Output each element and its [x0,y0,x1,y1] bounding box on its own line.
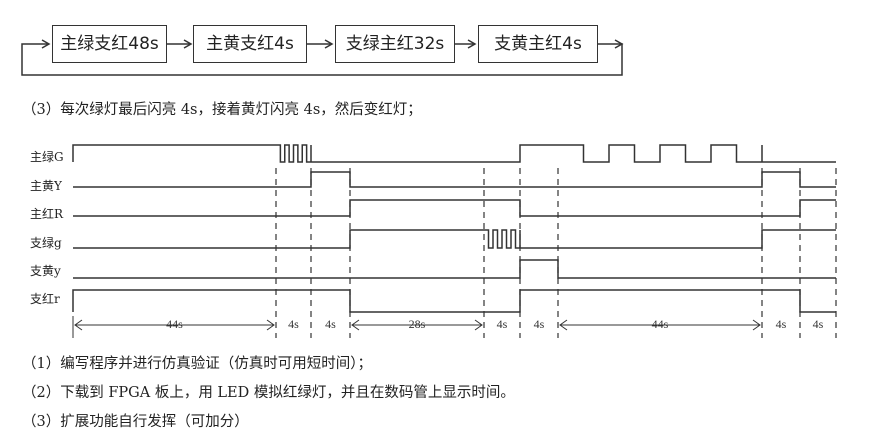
flow-state-1: 主绿支红48s [52,25,167,63]
flow-arrowheads [41,39,624,49]
signal-waveform [72,289,836,313]
flow-state-4: 支黄主红4s [478,25,598,63]
duration-arrow [351,319,483,331]
duration-label: 4s [534,317,545,331]
signal-waveform [73,171,836,188]
duration-label: 4s [325,317,336,331]
flow-state-2: 主黄支红4s [193,25,307,63]
duration-label: 44s [652,317,669,331]
task-3: （3）扩展功能自行发挥（可加分） [22,414,249,430]
duration-label: 28s [409,317,426,331]
signal-label: 支绿g [30,236,62,250]
flow-connector-lines [21,43,623,76]
duration-label: 4s [497,317,508,331]
signal-waveform [73,229,836,249]
duration-label: 4s [776,317,787,331]
task-2: （2）下载到 FPGA 板上，用 LED 模拟红绿灯，并且在数码管上显示时间。 [22,385,515,401]
signal-waveform [72,144,836,163]
signal-label: 主绿G [30,150,64,164]
duration-label: 44s [166,317,183,331]
duration-arrow [559,319,761,331]
signal-waveform [73,199,836,217]
signal-label: 支黄y [30,264,61,278]
signal-label: 支红r [30,292,60,306]
signal-waveform [73,259,836,279]
duration-label: 4s [813,317,824,331]
task-1: （1）编写程序并进行仿真验证（仿真时可用短时间）； [22,356,372,372]
duration-label: 4s [288,317,299,331]
requirement-3-text: （3）每次绿灯最后闪亮 4s，接着黄灯闪亮 4s，然后变红灯； [22,102,422,118]
duration-arrow [74,319,275,331]
flow-state-3: 支绿主红32s [335,25,455,63]
signal-label: 主黄Y [30,179,62,193]
flow-arrows [21,39,624,76]
signal-label: 主红R [30,207,64,221]
